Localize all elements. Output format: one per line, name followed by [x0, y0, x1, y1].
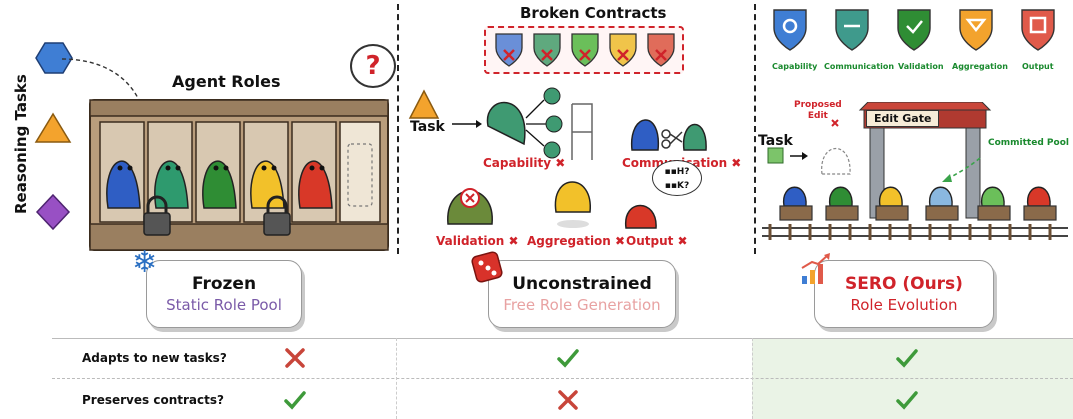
check-icon [284, 391, 306, 410]
contract-shields [773, 9, 1055, 51]
aggregation-failure-label: Aggregation ✖ [527, 234, 626, 248]
capability-failure-label: Capability ✖ [483, 156, 566, 170]
contract-labels: Capability Communication Validation Aggr… [772, 62, 1054, 71]
frozen-subtitle: Static Role Pool [166, 296, 282, 314]
agent-green [202, 160, 237, 209]
broken-contracts-title: Broken Contracts [520, 4, 667, 22]
capability-shield-icon [773, 9, 807, 51]
agent-blue [106, 160, 141, 209]
snowflake-icon: ❄ [132, 245, 158, 280]
capability-scene [452, 87, 593, 160]
growth-chart-icon [801, 253, 830, 284]
question-mark: ? [365, 51, 381, 81]
task-triangle-icon [408, 89, 440, 119]
proposed-edit-label: Proposed Edit [794, 100, 842, 121]
committed-pool-label: Committed Pool [988, 138, 1069, 148]
chair-icon [571, 103, 593, 160]
middle-task-label: Task [410, 119, 445, 135]
output-agent [625, 204, 657, 229]
scissors-icon [661, 129, 683, 149]
validation-failure-label: Validation ✖ [436, 234, 519, 248]
frozen-box: Frozen Static Role Pool [146, 260, 302, 328]
table-col-border-2 [752, 338, 753, 419]
broken-shield-aggregation-icon [609, 33, 637, 67]
sero-subtitle: Role Evolution [850, 296, 958, 314]
cross-icon [285, 348, 305, 368]
communication-shield-icon [835, 9, 869, 51]
rail-track [762, 224, 1068, 240]
unconstrained-title: Unconstrained [512, 274, 652, 294]
task-shapes [34, 42, 73, 231]
check-icon [896, 349, 918, 368]
broken-shield-capability-icon [495, 33, 523, 67]
role-cabinet [89, 99, 389, 251]
proposed-agent-ghost [821, 147, 851, 175]
frozen-title: Frozen [191, 274, 257, 294]
edit-gate-scene [762, 102, 1068, 240]
padlock-icons [143, 195, 291, 236]
agent-red [298, 160, 333, 209]
row-label-adapts: Adapts to new tasks? [82, 351, 227, 365]
divider-left [397, 4, 399, 254]
aggregation-agent [554, 181, 591, 228]
table-col-border-1 [396, 338, 397, 419]
question-bubble: ? [350, 44, 396, 88]
sero-title: SERO (Ours) [845, 274, 963, 294]
edit-gate-label: Edit Gate [866, 110, 940, 127]
agent-roles-title: Agent Roles [172, 72, 281, 91]
row-label-preserves: Preserves contracts? [82, 393, 224, 407]
validation-agent [447, 188, 493, 225]
table-mid-border [52, 378, 1073, 379]
divider-right [754, 4, 756, 254]
output-shield-icon [1021, 9, 1055, 51]
broken-shield-output-icon [647, 33, 675, 67]
mine-carts [779, 205, 1057, 221]
unconstrained-box: Unconstrained Free Role Generation [488, 260, 676, 328]
sero-box: SERO (Ours) Role Evolution [814, 260, 994, 328]
table-top-border [52, 338, 1073, 339]
broken-shields [495, 33, 675, 67]
orange-triangle-task [34, 112, 72, 143]
purple-diamond-task [35, 193, 71, 231]
broken-shield-validation-icon [571, 33, 599, 67]
right-task-label: Task [758, 133, 793, 149]
unconstrained-subtitle: Free Role Generation [503, 296, 661, 314]
output-speech-bubble: ▪▪H? ▪▪K? [652, 160, 702, 196]
check-icon [896, 391, 918, 410]
dice-icon [471, 251, 503, 283]
check-icon [557, 349, 579, 368]
output-failure-label: Output ✖ [626, 234, 688, 248]
task-square-icon [767, 147, 784, 164]
broken-shield-communication-icon [533, 33, 561, 67]
table-row: Adapts to new tasks? [52, 340, 1073, 376]
cross-icon [558, 390, 578, 410]
agent-teal [154, 160, 189, 209]
blue-hexagon-task [35, 42, 73, 74]
table-row: Preserves contracts? [52, 382, 1073, 418]
communication-scene [631, 119, 707, 151]
